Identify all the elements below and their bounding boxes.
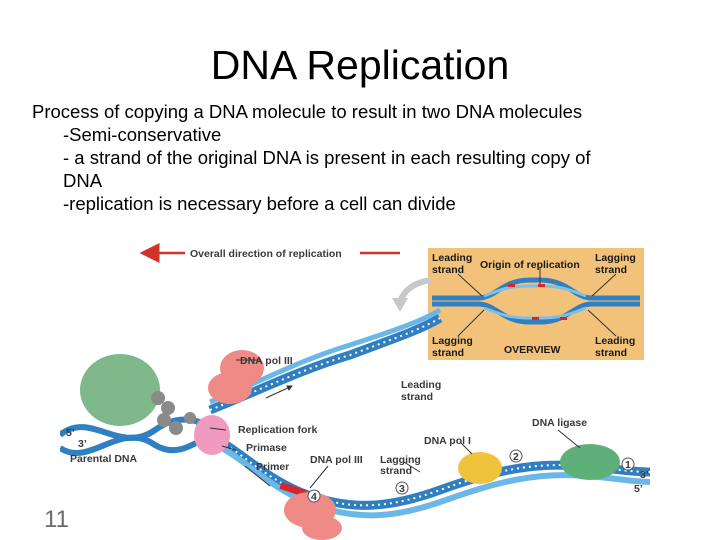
body-line-strand-present: - a strand of the original DNA is presen… bbox=[63, 147, 591, 168]
label-replication-fork: Replication fork bbox=[238, 424, 318, 436]
label-3prime-right: 3’ bbox=[640, 469, 649, 481]
overview-inset: Leading strand Origin of replication Lag… bbox=[428, 248, 644, 360]
direction-arrow: Overall direction of replication bbox=[139, 243, 400, 263]
label-parental-dna: Parental DNA bbox=[70, 453, 138, 465]
label-primer: Primer bbox=[256, 461, 289, 473]
body-line-semi-conservative: -Semi-conservative bbox=[63, 124, 222, 145]
direction-label: Overall direction of replication bbox=[190, 248, 342, 260]
replication-diagram: Overall direction of replication Leading… bbox=[60, 243, 651, 540]
overview-origin-label: Origin of replication bbox=[480, 259, 580, 271]
overview-lagging-bottom-2: strand bbox=[432, 347, 464, 359]
overview-leading-top-1: Leading bbox=[432, 252, 472, 264]
label-5prime-left: 5’ bbox=[66, 427, 75, 439]
label-dna-pol-i: DNA pol I bbox=[424, 435, 471, 447]
overview-leading-bottom-1: Leading bbox=[595, 335, 635, 347]
dna-pol-i bbox=[458, 452, 502, 484]
dna-pol-iii-top bbox=[208, 350, 264, 404]
label-dna-ligase: DNA ligase bbox=[532, 417, 587, 429]
label-3prime-left: 3’ bbox=[78, 438, 87, 450]
body-line-dna: DNA bbox=[63, 170, 103, 191]
label-primase: Primase bbox=[246, 442, 287, 454]
label-dna-pol-iii-bottom: DNA pol III bbox=[310, 454, 363, 466]
step-2: 2 bbox=[513, 451, 519, 463]
label-lagging-strand-2: strand bbox=[380, 465, 412, 477]
overview-caption: OVERVIEW bbox=[504, 344, 560, 356]
body-line-intro: Process of copying a DNA molecule to res… bbox=[32, 101, 583, 122]
slide-number: 11 bbox=[44, 506, 69, 533]
step-4: 4 bbox=[311, 491, 317, 503]
overview-leading-bottom-2: strand bbox=[595, 347, 627, 359]
slide-title: DNA Replication bbox=[210, 42, 510, 88]
step-3: 3 bbox=[399, 483, 405, 495]
dna-pol-iii-bottom bbox=[284, 492, 342, 540]
slide-body: Process of copying a DNA molecule to res… bbox=[32, 100, 692, 215]
label-5prime-right: 5’ bbox=[634, 483, 643, 495]
dna-ligase bbox=[560, 444, 620, 480]
overview-lagging-top-1: Lagging bbox=[595, 252, 636, 264]
step-markers: 1 2 3 4 bbox=[307, 449, 635, 503]
overview-lagging-bottom-1: Lagging bbox=[432, 335, 473, 347]
body-line-necessary: -replication is necessary before a cell … bbox=[63, 193, 456, 214]
step-1: 1 bbox=[625, 459, 631, 471]
label-dna-pol-iii-top: DNA pol III bbox=[240, 355, 293, 367]
label-lagging-strand-1: Lagging bbox=[380, 454, 421, 466]
primase bbox=[194, 415, 230, 455]
label-leading-strand-1: Leading bbox=[401, 379, 441, 391]
overview-leading-top-2: strand bbox=[432, 264, 464, 276]
helicase bbox=[80, 354, 160, 426]
overview-lagging-top-2: strand bbox=[595, 264, 627, 276]
label-leading-strand-2: strand bbox=[401, 391, 433, 403]
